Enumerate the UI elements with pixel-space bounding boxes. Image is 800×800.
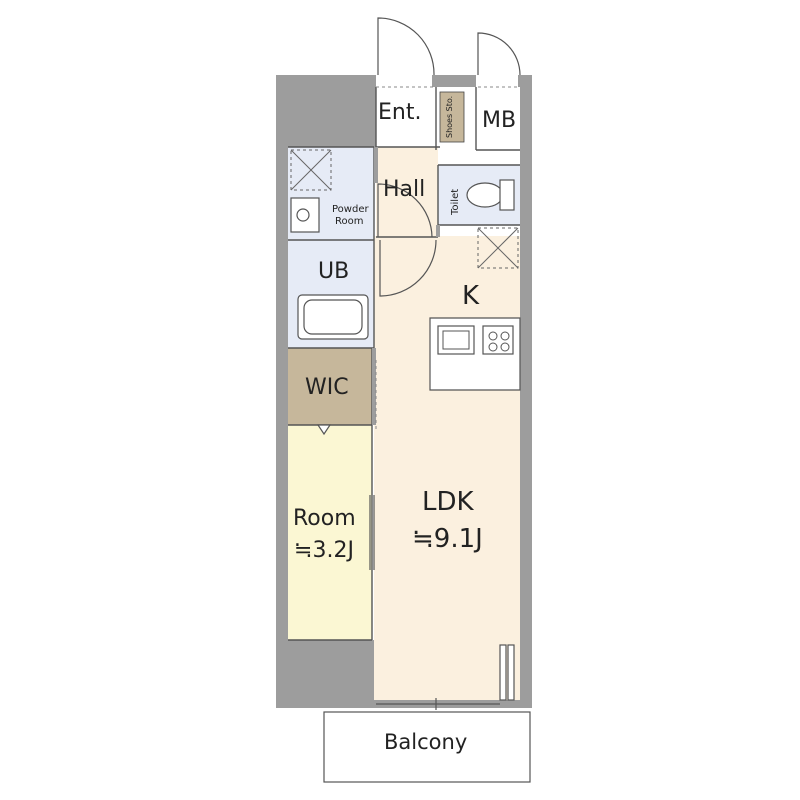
bathtub-icon xyxy=(297,294,369,340)
mb-floor xyxy=(476,87,520,150)
kitchen-counter xyxy=(429,317,521,391)
label-balcony: Balcony xyxy=(384,730,467,754)
wall-blocks xyxy=(372,147,440,425)
washer-pan-icon xyxy=(290,149,332,191)
toilet-icon xyxy=(466,179,515,211)
balcony-outline xyxy=(323,711,531,783)
door-swing-icon xyxy=(377,183,433,238)
label-kitchen: K xyxy=(462,281,480,311)
shoes-storage xyxy=(439,91,465,143)
top-wall-right xyxy=(518,75,532,150)
label-room: Room xyxy=(293,506,356,531)
entrance-floor xyxy=(376,87,436,147)
label-mb: MB xyxy=(482,108,516,133)
bottom-left-block xyxy=(276,640,374,707)
label-ldk-area: ≒9.1J xyxy=(412,524,483,554)
label-shoes: Shoes Sto. xyxy=(445,96,454,138)
door-swing-icon xyxy=(379,239,437,297)
top-wall-left xyxy=(276,75,376,147)
label-ub: UB xyxy=(318,259,349,284)
label-powder-1: Powder xyxy=(332,204,369,215)
fridge-space xyxy=(477,227,519,269)
top-wall-mid xyxy=(432,75,476,87)
left-wall xyxy=(276,75,288,707)
washbasin-icon xyxy=(290,197,320,233)
dashed-lines xyxy=(375,86,518,430)
door-swing-icon xyxy=(377,17,435,76)
doors xyxy=(316,17,521,710)
label-powder-2: Room xyxy=(335,216,363,227)
label-wic: WIC xyxy=(305,375,349,400)
stove-icon xyxy=(482,325,514,355)
label-hall: Hall xyxy=(383,177,425,202)
room-floor xyxy=(288,425,372,640)
door-swing-icon xyxy=(477,32,521,76)
ldk-floor xyxy=(374,236,520,700)
label-toilet: Toilet xyxy=(450,189,461,216)
right-wall xyxy=(520,75,532,707)
label-ldk: LDK xyxy=(422,487,475,517)
wic-floor xyxy=(288,348,372,425)
label-room-area: ≒3.2J xyxy=(294,538,354,563)
label-entrance: Ent. xyxy=(378,100,421,125)
